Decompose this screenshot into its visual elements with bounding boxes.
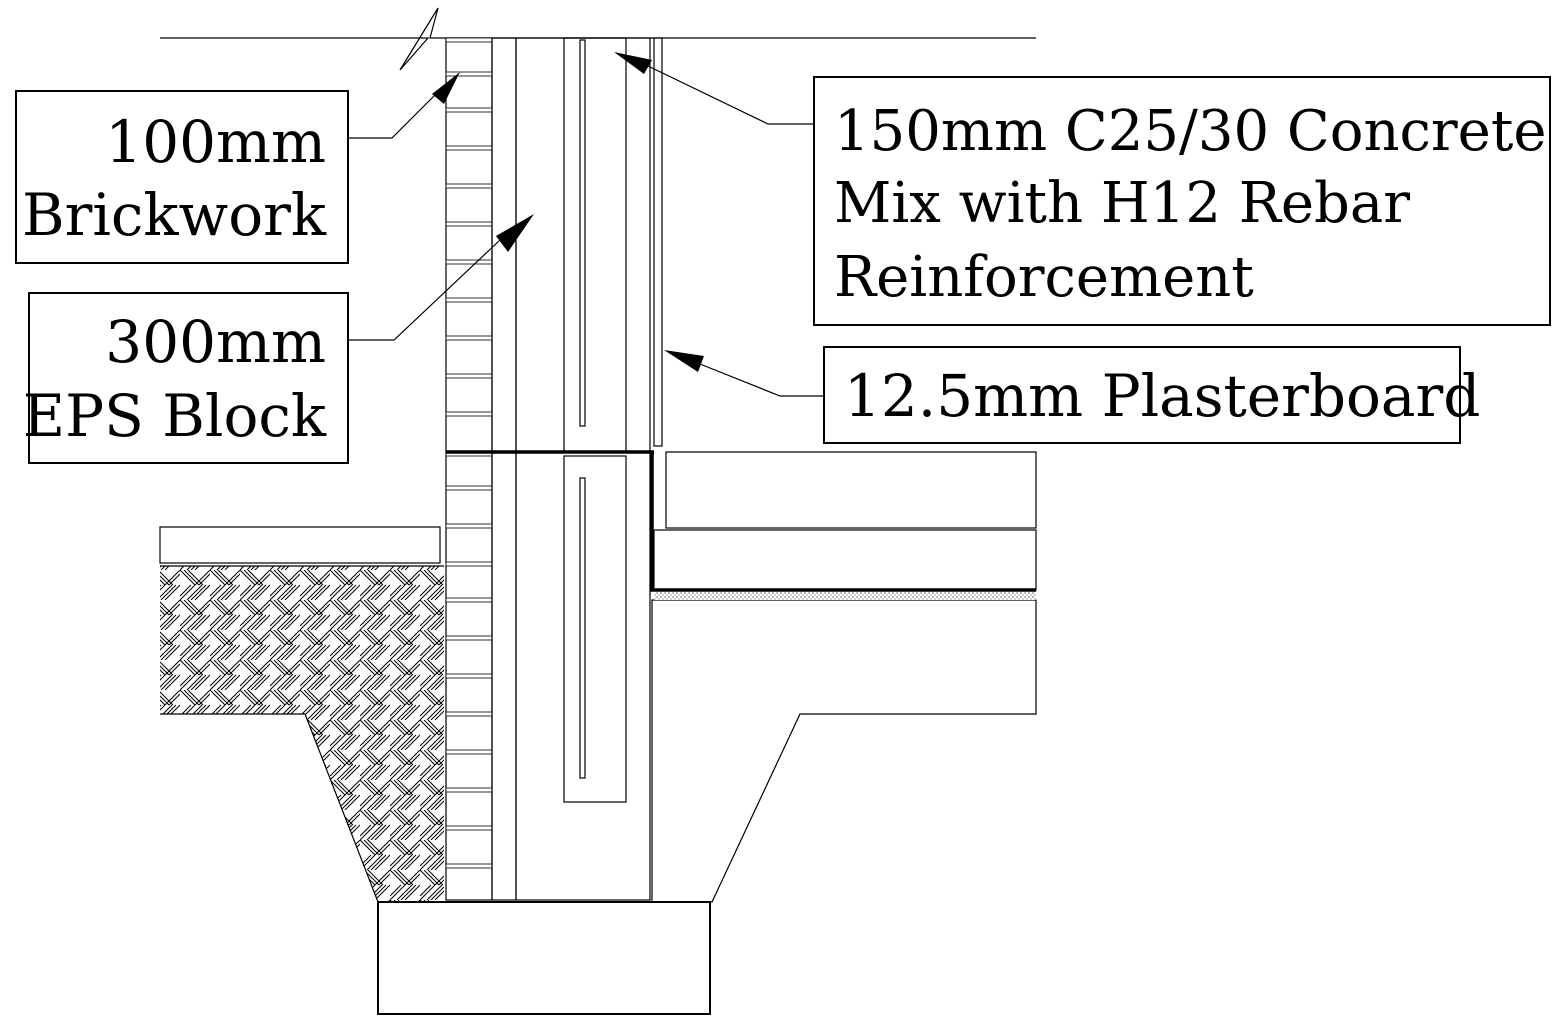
concrete-label-line3: Reinforcement bbox=[834, 245, 1254, 310]
floor-concrete-slab bbox=[665, 451, 1037, 529]
brick-mortar-joint bbox=[445, 297, 493, 303]
brick-mortar-joint bbox=[445, 411, 493, 417]
brick-mortar-joint bbox=[445, 787, 493, 793]
concrete-label-line1: 150mm C25/30 Concrete bbox=[834, 99, 1546, 164]
brick-mortar-joint bbox=[445, 711, 493, 717]
brick-mortar-joint bbox=[445, 597, 493, 603]
brick-mortar-joint bbox=[445, 825, 493, 831]
concrete-arrowhead bbox=[614, 52, 652, 74]
concrete-core-upper bbox=[563, 37, 627, 453]
eps-arrowhead bbox=[496, 214, 534, 252]
rebar-upper bbox=[579, 39, 586, 427]
earth-fill-left bbox=[160, 566, 444, 902]
plasterboard-label: 12.5mm Plasterboard bbox=[823, 346, 1480, 444]
brick-mortar-joint bbox=[445, 673, 493, 679]
brick-mortar-joint bbox=[445, 485, 493, 491]
plasterboard-arrowhead bbox=[664, 350, 704, 372]
floor-insulation bbox=[653, 529, 1037, 591]
brick-mortar-joint bbox=[445, 373, 493, 379]
sand-blinding-layer bbox=[654, 590, 1036, 600]
brick-mortar-joint bbox=[445, 635, 493, 641]
rebar-lower bbox=[579, 477, 586, 779]
hardcore-gravel-fill bbox=[651, 599, 1037, 903]
brick-mortar-joint bbox=[445, 183, 493, 189]
brickwork-leader bbox=[348, 91, 439, 139]
eps-label: 300mm EPS Block bbox=[23, 292, 349, 464]
plasterboard-leader bbox=[699, 363, 824, 397]
eps-label-line2: EPS Block bbox=[23, 382, 327, 450]
brickwork-leaf bbox=[445, 37, 493, 901]
external-paving-slab bbox=[159, 526, 441, 564]
brick-mortar-joint bbox=[445, 37, 493, 43]
plasterboard-label-line1: 12.5mm Plasterboard bbox=[844, 362, 1480, 430]
damp-proof-membrane bbox=[650, 452, 1036, 592]
brick-mortar-joint bbox=[445, 107, 493, 113]
brick-mortar-joint bbox=[445, 863, 493, 869]
strip-foundation bbox=[377, 901, 711, 1015]
brick-mortar-joint bbox=[445, 523, 493, 529]
brickwork-arrowhead bbox=[432, 72, 460, 104]
brick-mortar-joint bbox=[445, 561, 493, 567]
brick-mortar-joint bbox=[445, 259, 493, 265]
cavity-gap bbox=[491, 37, 517, 901]
concrete-leader bbox=[647, 65, 814, 125]
brick-mortar-joint bbox=[445, 145, 493, 151]
eps-block-layer bbox=[515, 37, 651, 901]
brick-mortar-joint bbox=[445, 335, 493, 341]
brickwork-label-line1: 100mm bbox=[105, 108, 326, 176]
plasterboard-layer bbox=[653, 37, 663, 447]
concrete-core-lower bbox=[563, 455, 627, 803]
brick-mortar-joint bbox=[445, 749, 493, 755]
concrete-label: 150mm C25/30 Concrete Mix with H12 Rebar… bbox=[813, 76, 1551, 326]
brickwork-label: 100mm Brickwork bbox=[15, 90, 349, 264]
top-break-line bbox=[160, 7, 1036, 71]
brick-mortar-joint bbox=[445, 71, 493, 77]
brickwork-label-line2: Brickwork bbox=[22, 181, 327, 249]
brick-mortar-joint bbox=[445, 221, 493, 227]
concrete-label-line2: Mix with H12 Rebar bbox=[834, 171, 1410, 236]
eps-label-line1: 300mm bbox=[105, 308, 326, 376]
eps-leader bbox=[348, 239, 501, 341]
